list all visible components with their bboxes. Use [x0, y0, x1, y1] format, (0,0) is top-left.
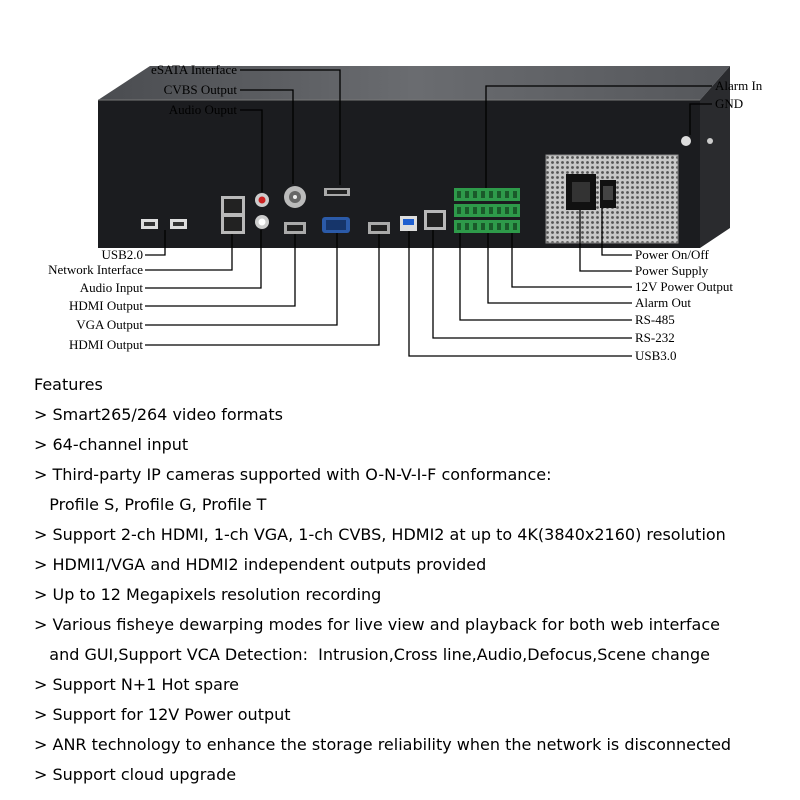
- usb2-ports: [141, 219, 187, 229]
- label-audio-input: Audio Input: [80, 280, 144, 295]
- label-cvbs: CVBS Output: [164, 82, 238, 97]
- label-audio-output: Audio Ouput: [169, 102, 238, 117]
- leader-lines: [145, 69, 712, 357]
- hdmi1-port: [284, 222, 306, 234]
- nvr-rear-panel-diagram: eSATA Interface CVBS Output Audio Ouput …: [48, 62, 763, 363]
- label-hdmi1: HDMI Output: [69, 298, 143, 313]
- features-title: Features: [34, 375, 103, 394]
- hdmi2-port: [368, 222, 390, 234]
- audio-rca-jacks: [255, 193, 269, 229]
- label-power-onoff: Power On/Off: [635, 247, 709, 262]
- esata-port: [324, 188, 350, 196]
- feature-item: > Support 2-ch HDMI, 1-ch VGA, 1-ch CVBS…: [34, 525, 726, 544]
- feature-item: > HDMI1/VGA and HDMI2 independent output…: [34, 555, 487, 574]
- feature-item: > Up to 12 Megapixels resolution recordi…: [34, 585, 382, 604]
- rs232-port: [424, 210, 446, 230]
- feature-item: > Third-party IP cameras supported with …: [34, 465, 552, 484]
- usb3-port: [400, 216, 417, 231]
- feature-item: > Support cloud upgrade: [34, 765, 237, 784]
- label-usb2: USB2.0: [101, 247, 143, 262]
- feature-item: Profile S, Profile G, Profile T: [34, 495, 267, 514]
- cvbs-bnc-connector: [284, 186, 306, 208]
- feature-item: > 64-channel input: [34, 435, 189, 454]
- alarm-terminal-blocks: [454, 188, 520, 233]
- feature-item: > Support N+1 Hot spare: [34, 675, 240, 694]
- label-network: Network Interface: [48, 262, 143, 277]
- feature-item: > Smart265/264 video formats: [34, 405, 283, 424]
- vga-port: [322, 217, 350, 233]
- label-rs485: RS-485: [635, 312, 675, 327]
- label-gnd: GND: [715, 96, 743, 111]
- label-esata: eSATA Interface: [151, 62, 237, 77]
- label-alarm-in: Alarm In: [715, 78, 763, 93]
- label-power-supply: Power Supply: [635, 263, 709, 278]
- features-list: Features > Smart265/264 video formats > …: [34, 370, 794, 790]
- feature-item: and GUI,Support VCA Detection: Intrusion…: [34, 645, 710, 664]
- label-12v-output: 12V Power Output: [635, 279, 733, 294]
- label-rs232: RS-232: [635, 330, 675, 345]
- label-vga: VGA Output: [76, 317, 143, 332]
- gnd-screw: [681, 136, 713, 146]
- label-alarm-out: Alarm Out: [635, 295, 691, 310]
- callout-labels: eSATA Interface CVBS Output Audio Ouput …: [48, 62, 763, 363]
- power-supply-unit: [545, 154, 679, 244]
- feature-item: > Support for 12V Power output: [34, 705, 291, 724]
- label-usb3: USB3.0: [635, 348, 677, 363]
- network-ports: [221, 196, 245, 234]
- label-hdmi2: HDMI Output: [69, 337, 143, 352]
- feature-item: > ANR technology to enhance the storage …: [34, 735, 732, 754]
- feature-item: > Various fisheye dewarping modes for li…: [34, 615, 720, 634]
